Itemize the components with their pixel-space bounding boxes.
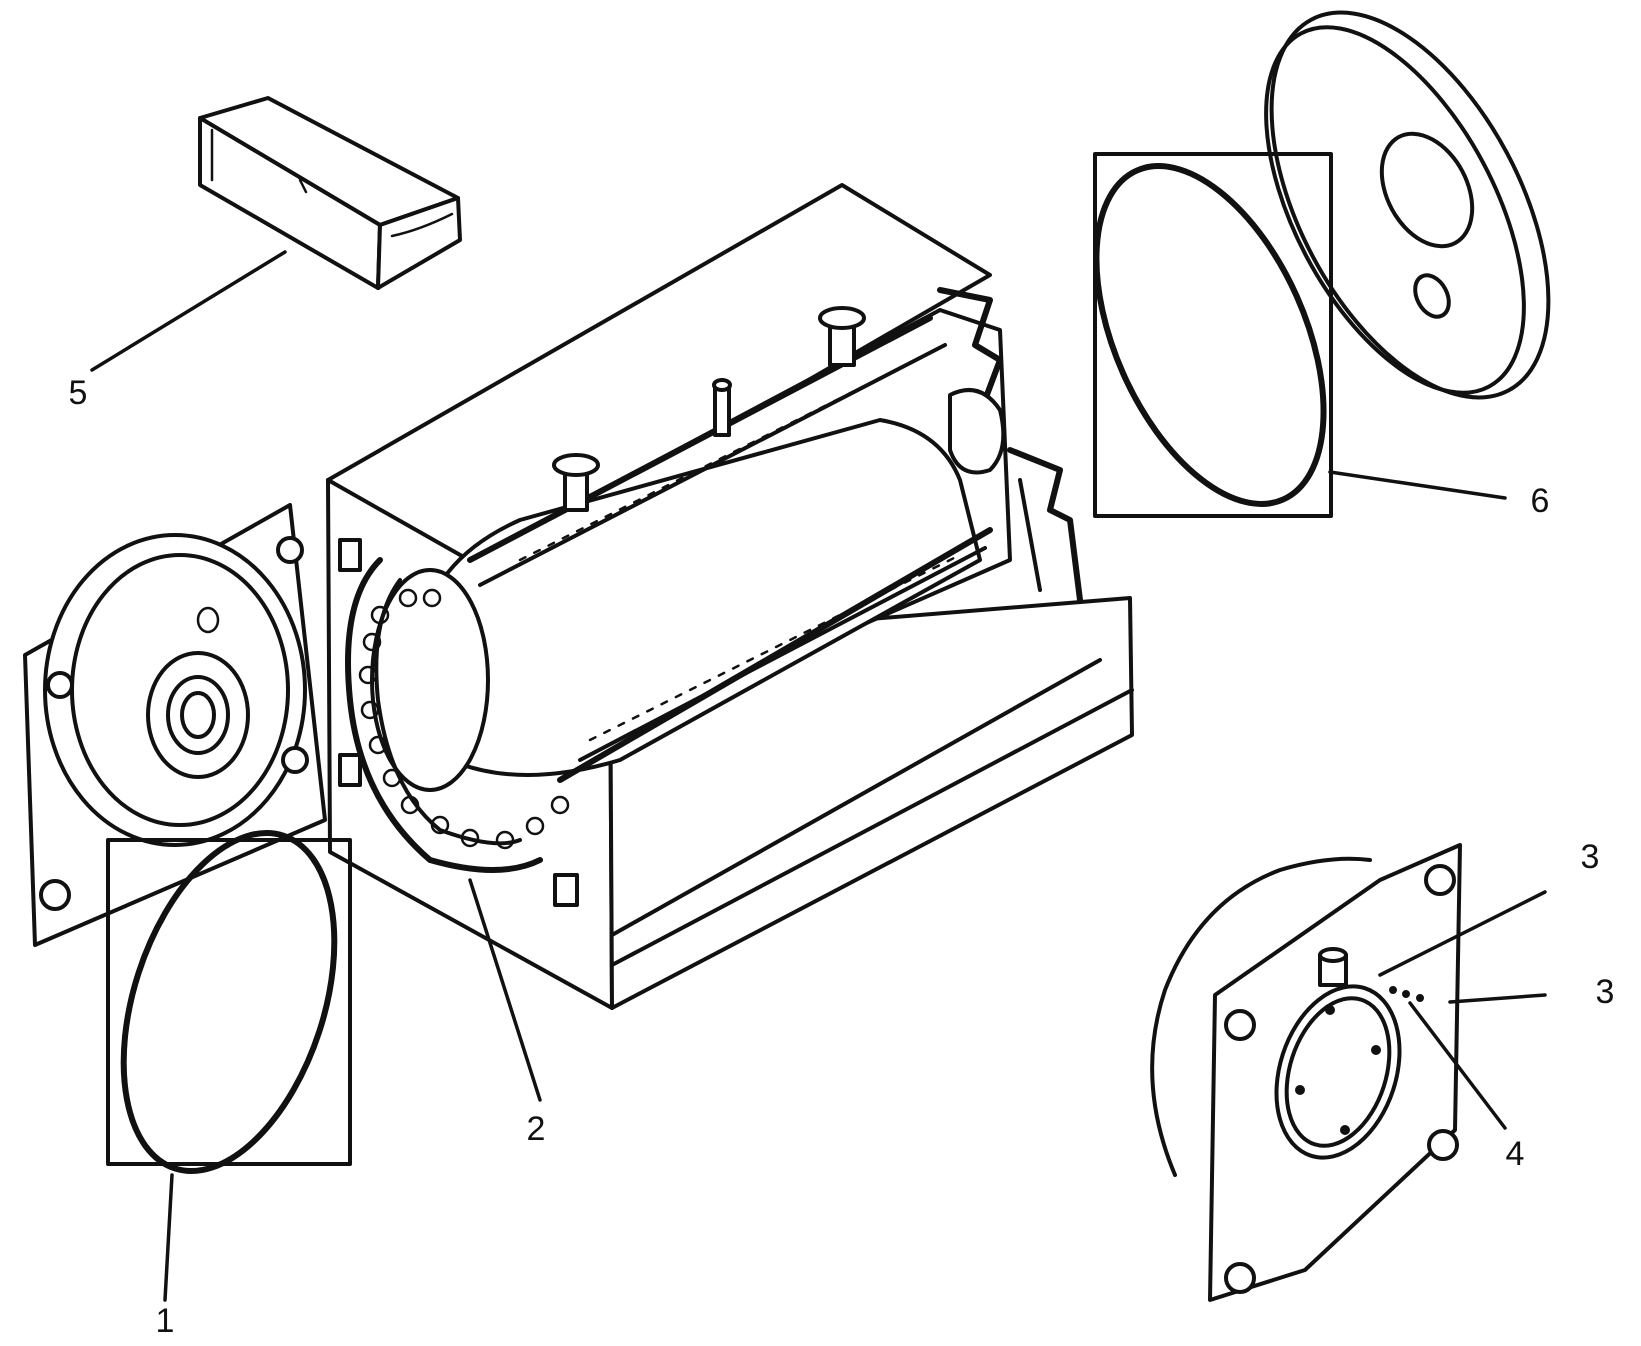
gasket-part-1 (106, 829, 352, 1175)
cover-box-part-5 (198, 96, 462, 290)
callout-4: 4 (1506, 1135, 1525, 1173)
rear-cover (1264, 10, 1551, 400)
top-fitting-right (818, 306, 866, 367)
gasket-part-6 (1093, 152, 1333, 518)
flange-holes (358, 588, 570, 850)
front-door (23, 503, 327, 947)
callout-6: 6 (1531, 482, 1550, 520)
boiler-body-part-2 (326, 183, 1134, 1010)
callout-1: 1 (156, 1302, 175, 1340)
leader-lines (90, 250, 1547, 1302)
callout-3-right: 3 (1596, 973, 1615, 1011)
top-fitting-left (552, 453, 600, 512)
burner-plate (1150, 843, 1462, 1302)
callout-3-top: 3 (1581, 838, 1600, 876)
callout-5: 5 (69, 374, 88, 412)
callout-2: 2 (527, 1110, 546, 1148)
top-fitting-mid (712, 378, 732, 437)
